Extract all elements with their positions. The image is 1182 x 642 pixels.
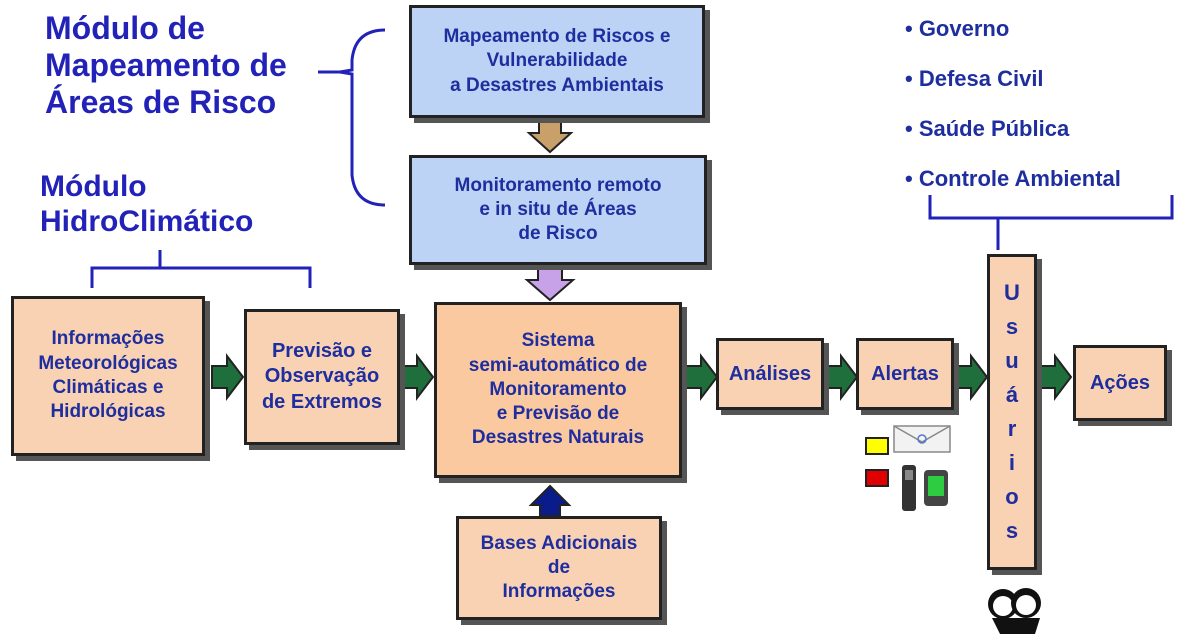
user-group-item: • Controle Ambiental xyxy=(905,166,1121,191)
risk-mapping-box: Mapeamento de Riscos e Vulnerabilidade a… xyxy=(409,5,705,118)
users-letter: o xyxy=(1005,484,1019,509)
users-letter: U xyxy=(1004,280,1020,305)
users-letter: u xyxy=(1005,348,1019,373)
users-letter: i xyxy=(1008,450,1016,475)
red-alert-icon xyxy=(865,469,889,487)
arrow-right-2 xyxy=(401,353,435,401)
actions-box: Ações xyxy=(1073,345,1167,421)
user-group-item: • Governo xyxy=(905,16,1010,41)
users-letters: U s u á r i o s xyxy=(1004,280,1020,544)
met-info-label: Informações Meteorológicas Climáticas e … xyxy=(38,328,178,423)
smartphone-icon xyxy=(924,470,948,506)
email-envelope-icon xyxy=(893,425,951,453)
user-groups-list: • Governo • Defesa Civil • Saúde Pública… xyxy=(905,14,1121,214)
mapping-bracket xyxy=(339,28,386,207)
additional-bases-label: Bases Adicionais de Informações xyxy=(480,532,638,603)
remote-monitoring-box: Monitoramento remoto e in situ de Áreas … xyxy=(409,155,707,265)
people-icon xyxy=(988,588,1041,634)
yellow-alert-icon xyxy=(865,437,889,455)
system-label: Sistema semi-automático de Monitoramento… xyxy=(468,330,648,449)
system-box: Sistema semi-automático de Monitoramento… xyxy=(434,302,682,478)
forecast-label: Previsão e Observação de Extremos xyxy=(261,339,383,413)
actions-label: Ações xyxy=(1089,371,1151,394)
user-group-item: • Defesa Civil xyxy=(905,66,1044,91)
arrow-right-3 xyxy=(685,353,719,401)
users-letter: á xyxy=(1005,382,1019,407)
arrow-right-6 xyxy=(1039,353,1073,401)
risk-mapping-label: Mapeamento de Riscos e Vulnerabilidade a… xyxy=(443,26,671,96)
users-box: U s u á r i o s xyxy=(987,254,1037,570)
arrow-up-navy xyxy=(528,484,572,517)
alerts-box: Alertas xyxy=(856,338,954,410)
module-hydro-title: Módulo HidroClimático xyxy=(40,170,254,238)
arrow-right-4 xyxy=(825,353,859,401)
users-letter: r xyxy=(1007,416,1017,441)
users-letter: s xyxy=(1005,518,1019,543)
remote-monitoring-label: Monitoramento remoto e in situ de Áreas … xyxy=(454,174,662,245)
module-mapping-title: Módulo de Mapeamento de Áreas de Risco xyxy=(45,10,287,120)
additional-bases-box: Bases Adicionais de Informações xyxy=(456,516,662,620)
analyses-label: Análises xyxy=(728,362,812,385)
alerts-label: Alertas xyxy=(871,362,939,385)
arrow-down-brown xyxy=(526,121,574,154)
analyses-box: Análises xyxy=(716,338,824,410)
arrow-right-1 xyxy=(211,353,245,401)
forecast-box: Previsão e Observação de Extremos xyxy=(244,309,400,445)
hydro-bracket xyxy=(90,250,312,288)
users-letter: s xyxy=(1005,314,1019,339)
met-info-box: Informações Meteorológicas Climáticas e … xyxy=(11,296,205,456)
arrow-down-violet xyxy=(524,267,576,302)
arrow-right-5 xyxy=(955,353,989,401)
mobile-phone-icon xyxy=(902,465,916,511)
user-group-item: • Saúde Pública xyxy=(905,116,1070,141)
users-bracket xyxy=(928,195,1174,250)
